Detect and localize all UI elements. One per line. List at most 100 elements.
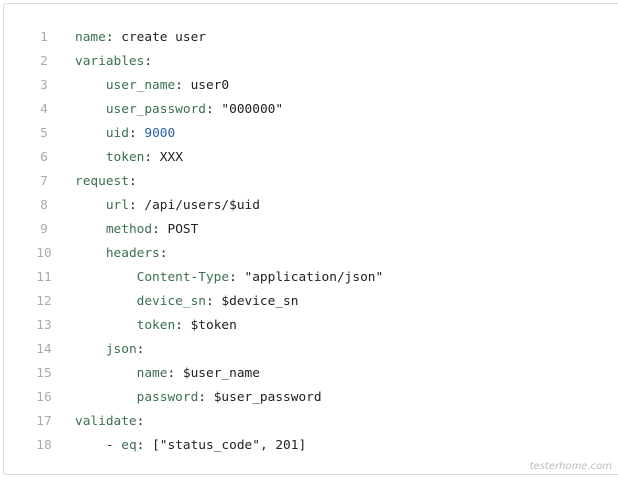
line-number: 11 <box>36 270 52 285</box>
line-text: user_password: "000000" <box>75 98 283 122</box>
yaml-key: headers <box>105 246 160 261</box>
line-text: Content-Type: "application/json" <box>75 266 384 290</box>
yaml-value: XXX <box>159 150 183 165</box>
line-number: 15 <box>36 366 52 381</box>
indent <box>75 198 106 213</box>
yaml-value: POST <box>167 222 199 237</box>
separator: : <box>167 366 183 381</box>
line-number: 4 <box>40 102 48 117</box>
yaml-key: user_password <box>105 102 206 117</box>
yaml-value: "000000" <box>221 102 284 117</box>
indent <box>75 318 137 333</box>
separator: : <box>229 270 245 285</box>
line-number: 1 <box>40 30 48 45</box>
yaml-value: create user <box>121 30 206 45</box>
yaml-value: $user_name <box>182 366 260 381</box>
separator: : <box>205 294 222 309</box>
separator: : <box>175 78 191 93</box>
line-number: 8 <box>40 198 48 213</box>
separator: : <box>105 30 122 45</box>
separator: : <box>128 126 145 141</box>
yaml-key: method <box>105 222 153 237</box>
line-number: 14 <box>36 342 52 357</box>
separator: : <box>152 222 168 237</box>
line-number: 13 <box>36 318 52 333</box>
separator: : <box>144 150 160 165</box>
line-text: - eq: ["status_code", 201] <box>75 434 306 458</box>
yaml-key: Content-Type <box>136 270 230 285</box>
yaml-value: /api/users/$uid <box>144 198 260 213</box>
yaml-value: $device_sn <box>221 294 299 309</box>
indent <box>75 126 106 141</box>
indent <box>75 294 137 309</box>
yaml-value: user0 <box>190 78 230 93</box>
yaml-key: eq <box>121 438 137 453</box>
separator: : <box>144 54 153 69</box>
indent <box>75 246 106 261</box>
separator: : <box>136 438 153 453</box>
separator: : <box>128 174 137 189</box>
yaml-value: "application/json" <box>244 270 384 285</box>
line-text: token: XXX <box>75 146 183 170</box>
line-text: password: $user_password <box>75 386 322 410</box>
line-text: token: $token <box>75 314 237 338</box>
yaml-key: url <box>105 198 129 213</box>
yaml-key: validate <box>75 414 137 429</box>
indent <box>75 270 137 285</box>
watermark: testerhome.com <box>529 461 612 472</box>
line-number: 9 <box>40 222 48 237</box>
yaml-key: device_sn <box>136 294 206 309</box>
separator: : <box>136 342 145 357</box>
line-text: name: $user_name <box>75 362 260 386</box>
yaml-key: user_name <box>105 78 176 93</box>
yaml-value: $token <box>190 318 237 333</box>
yaml-key: request <box>75 174 129 189</box>
yaml-value: ["status_code", 201] <box>152 438 307 453</box>
indent <box>75 150 106 165</box>
yaml-value: $user_password <box>213 390 322 405</box>
line-number: 18 <box>36 438 52 453</box>
line-text: json: <box>75 338 145 362</box>
yaml-key: token <box>105 150 145 165</box>
line-number: 6 <box>40 150 48 165</box>
indent <box>75 342 106 357</box>
yaml-key: token <box>136 318 176 333</box>
yaml-key: variables <box>75 54 145 69</box>
line-number: 7 <box>40 174 48 189</box>
line-number: 16 <box>36 390 52 405</box>
separator: : <box>206 102 222 117</box>
line-text: user_name: user0 <box>75 74 229 98</box>
line-number: 10 <box>36 246 52 261</box>
yaml-key: uid <box>105 126 129 141</box>
separator: : <box>159 246 168 261</box>
indent <box>75 390 137 405</box>
yaml-key: name <box>75 30 106 45</box>
line-text: url: /api/users/$uid <box>75 194 260 218</box>
line-text: uid: 9000 <box>75 122 175 146</box>
line-number: 2 <box>40 54 48 69</box>
code-block: 1 name: create user 2 variables: 3 user_name… <box>3 3 618 475</box>
separator: : <box>128 198 145 213</box>
indent: - <box>75 438 122 453</box>
line-number: 12 <box>36 294 52 309</box>
line-number: 3 <box>40 78 48 93</box>
line-text: headers: <box>75 242 168 266</box>
yaml-value: 9000 <box>144 126 176 141</box>
line-text: device_sn: $device_sn <box>75 290 299 314</box>
separator: : <box>198 390 214 405</box>
line-text: method: POST <box>75 218 198 242</box>
indent <box>75 78 106 93</box>
indent <box>75 222 106 237</box>
line-text: name: create user <box>75 26 206 50</box>
yaml-key: name <box>136 366 168 381</box>
yaml-key: json <box>105 342 137 357</box>
yaml-key: password <box>136 390 199 405</box>
line-number: 17 <box>36 414 52 429</box>
line-text: validate: <box>75 410 144 434</box>
line-text: request: <box>75 170 137 194</box>
separator: : <box>175 318 191 333</box>
line-number: 5 <box>40 126 48 141</box>
indent <box>75 102 106 117</box>
separator: : <box>136 414 145 429</box>
line-text: variables: <box>75 50 152 74</box>
